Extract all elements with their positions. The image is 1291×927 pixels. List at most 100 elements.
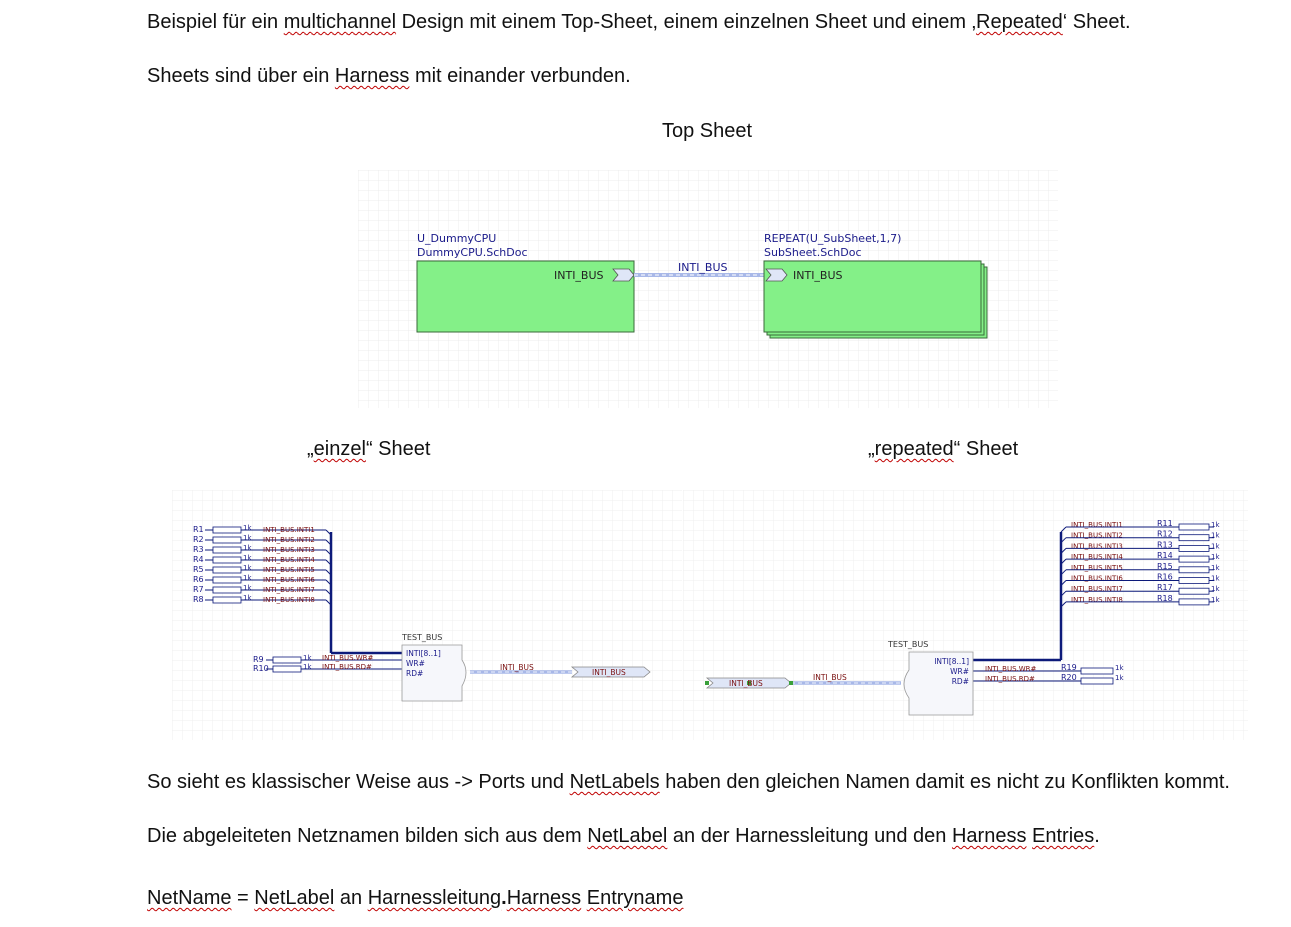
connector-entry: RD#: [406, 669, 423, 678]
resistor-body: [1178, 598, 1210, 606]
resistor-body: [1080, 677, 1114, 685]
resistor-body: [1178, 523, 1210, 531]
repeated-caption: „repeated“ Sheet: [868, 438, 1019, 460]
net-label: INTI_BUS.INTI5: [1071, 564, 1123, 572]
resistor-body: [1178, 534, 1210, 542]
bus-entry: [1060, 526, 1067, 533]
harness-connector-name: TEST_BUS: [401, 633, 442, 642]
resistor-value: 1k: [1211, 542, 1220, 550]
resistor-ref: R4: [193, 555, 204, 564]
resistor-ref: R12: [1157, 530, 1173, 539]
resistor-ref: R5: [193, 565, 204, 574]
resistor-body: [1178, 577, 1210, 584]
harness-net-label: INTI_BUS: [500, 663, 534, 672]
resistor-body: [212, 576, 242, 584]
outro-line-1: So sieht es klassischer Weise aus -> Por…: [147, 771, 1230, 793]
resistor-ref: R11: [1157, 519, 1173, 528]
right-sheet-entry: [765, 268, 788, 282]
resistor-body: [212, 536, 242, 544]
resistor-value: 1k: [1211, 521, 1220, 529]
resistor-body: [212, 526, 242, 534]
resistor-body: [1178, 545, 1210, 552]
resistor-ref: R2: [193, 535, 204, 544]
net-label: INTI_BUS.INTI6: [263, 576, 315, 584]
net-label: INTI_BUS.RD#: [985, 675, 1035, 683]
net-label: INTI_BUS.INTI5: [263, 566, 315, 574]
resistor-value: 1k: [1211, 585, 1220, 593]
resistor-ref: R18: [1157, 594, 1173, 603]
resistor-ref: R16: [1157, 573, 1173, 582]
outro-line-2: Die abgeleiteten Netznamen bilden sich a…: [147, 825, 1100, 847]
top-sheet-figure: U_DummyCPU DummyCPU.SchDoc INTI_BUS INTI…: [358, 170, 1058, 408]
spellcheck-word: Repeated: [976, 11, 1063, 33]
resistor-value: 1k: [243, 554, 252, 562]
resistor-ref: R1: [193, 525, 204, 534]
net-label: INTI_BUS.INTI3: [1071, 542, 1123, 550]
resistor-body: [1178, 555, 1210, 563]
resistor-ref: R20: [1061, 673, 1077, 682]
intro-line-2: Sheets sind über ein Harness mit einande…: [147, 65, 631, 87]
harness-connector: [401, 644, 467, 702]
connector-entry: WR#: [950, 667, 969, 676]
connector-entry: WR#: [406, 659, 425, 668]
resistor-value: 1k: [1115, 664, 1124, 672]
resistor-body: [272, 665, 302, 673]
resistor-value: 1k: [243, 564, 252, 572]
resistor-ref: R14: [1157, 551, 1173, 560]
net-label: INTI_BUS.INTI2: [1071, 532, 1123, 540]
harness-port-label: INTI_BUS: [729, 679, 763, 688]
formula-line: NetName = NetLabel an Harnessleitung.Har…: [147, 887, 684, 909]
resistor-value: 1k: [243, 534, 252, 542]
resistor-value: 1k: [1211, 596, 1220, 604]
net-label: INTI_BUS.INTI1: [1071, 521, 1123, 529]
resistor-value: 1k: [243, 524, 252, 532]
resistor-body: [212, 586, 242, 594]
net-label: INTI_BUS.INTI8: [263, 596, 315, 604]
resistor-ref: R9: [253, 655, 264, 664]
resistor-value: 1k: [243, 544, 252, 552]
resistor-ref: R6: [193, 575, 204, 584]
einzel-caption: „einzel“ Sheet: [307, 438, 431, 460]
resistor-value: 1k: [1211, 564, 1220, 572]
spellcheck-word: NetLabel: [587, 825, 668, 847]
resistor-body: [1080, 667, 1114, 675]
top-sheet-caption: Top Sheet: [662, 120, 753, 142]
net-label: INTI_BUS.INTI2: [263, 536, 315, 544]
connector-entry: INTI[8..1]: [406, 649, 441, 658]
right-block-filename: SubSheet.SchDoc: [764, 246, 862, 259]
harness-port: [570, 666, 651, 678]
net-label: INTI_BUS.INTI1: [263, 526, 315, 534]
left-sheet-entry: [612, 268, 635, 282]
left-sheet-symbol: [416, 260, 635, 333]
resistor-value: 1k: [1115, 674, 1124, 682]
net-label: INTI_BUS.WR#: [985, 665, 1037, 673]
left-block-filename: DummyCPU.SchDoc: [417, 246, 528, 259]
resistor-body: [1178, 587, 1210, 595]
intro-line-1: Beispiel für ein multichannel Design mit…: [147, 11, 1131, 33]
spellcheck-word: Entries: [1032, 825, 1095, 847]
resistor-body: [212, 556, 242, 564]
resistor-body: [272, 656, 302, 664]
resistor-value: 1k: [243, 584, 252, 592]
resistor-value: 1k: [303, 663, 312, 671]
spellcheck-word: NetLabels: [569, 771, 660, 793]
net-label: INTI_BUS.RD#: [322, 663, 372, 671]
harness-connector: [903, 651, 974, 716]
resistor-body: [1178, 566, 1210, 574]
resistor-ref: R3: [193, 545, 204, 554]
resistor-ref: R17: [1157, 583, 1173, 592]
net-label: INTI_BUS.INTI6: [1071, 575, 1123, 583]
net-label: INTI_BUS.INTI4: [1071, 553, 1123, 561]
net-label: INTI_BUS.INTI3: [263, 546, 315, 554]
net-label: INTI_BUS.INTI7: [1071, 585, 1123, 593]
resistor-value: 1k: [243, 574, 252, 582]
net-label: INTI_BUS.INTI8: [1071, 596, 1123, 604]
left-sheet-port-label: INTI_BUS: [554, 269, 604, 282]
resistor-body: [212, 596, 242, 604]
